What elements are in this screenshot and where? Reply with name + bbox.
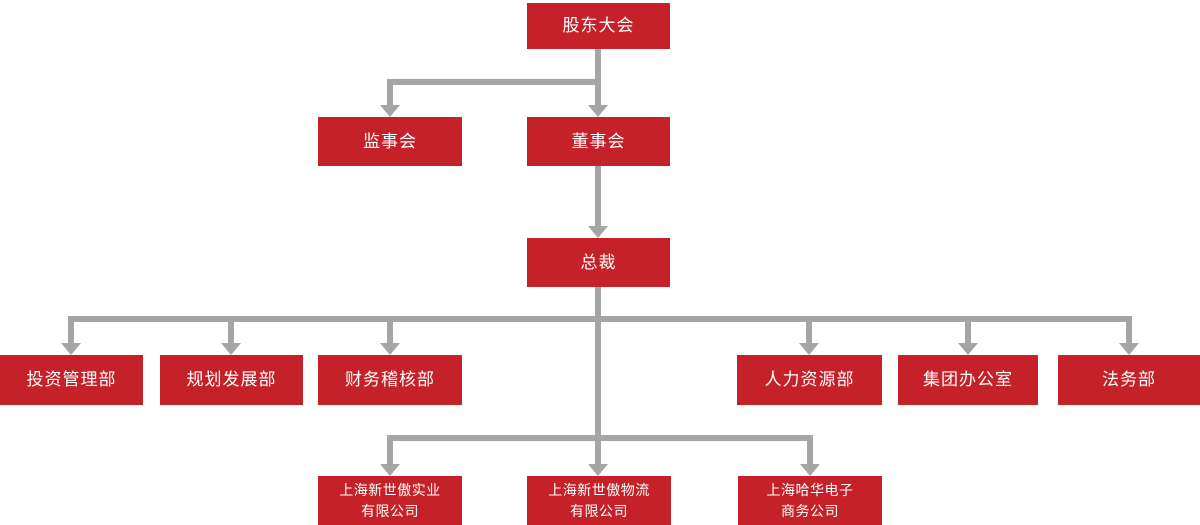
arrow-into-supervisory-board	[380, 105, 400, 117]
arrow-into-wuliu-company	[588, 464, 608, 476]
node-shiye-company: 上海新世傲实业 有限公司	[318, 476, 462, 525]
node-legal-dept: 法务部	[1058, 355, 1200, 405]
connector-dept-drop-5	[965, 320, 971, 343]
connector-subsidiary-drop-1	[387, 439, 393, 464]
connector-dept-drop-3	[387, 320, 393, 343]
node-haha-company: 上海哈华电子 商务公司	[738, 476, 882, 525]
node-president: 总裁	[527, 238, 670, 287]
connector-supervisory-drop	[387, 83, 393, 105]
connector-root-trunk	[595, 49, 601, 105]
node-group-office: 集团办公室	[898, 355, 1038, 405]
connector-dept-drop-6	[1126, 320, 1132, 343]
connector-subsidiaries-horizontal	[387, 435, 813, 441]
node-supervisory-board: 监事会	[318, 117, 462, 166]
connector-board-president	[595, 166, 601, 226]
connector-departments-horizontal	[68, 316, 1132, 322]
connector-dept-drop-2	[228, 320, 234, 343]
node-board-of-directors: 董事会	[527, 117, 670, 166]
arrow-into-planning-dept	[221, 343, 241, 355]
arrow-into-shiye-company	[380, 464, 400, 476]
arrow-into-president	[588, 226, 608, 238]
node-human-resources-dept: 人力资源部	[737, 355, 882, 405]
connector-president-trunk	[595, 287, 601, 464]
connector-dept-drop-4	[806, 320, 812, 343]
arrow-into-investment-dept	[61, 343, 81, 355]
arrow-into-haha-company	[800, 464, 820, 476]
connector-level2-horizontal	[387, 79, 601, 85]
arrow-into-legal-dept	[1119, 343, 1139, 355]
node-wuliu-company: 上海新世傲物流 有限公司	[527, 476, 671, 525]
node-planning-development-dept: 规划发展部	[160, 355, 303, 405]
arrow-into-finance-audit-dept	[380, 343, 400, 355]
arrow-into-board-of-directors	[588, 105, 608, 117]
arrow-into-hr-dept	[799, 343, 819, 355]
connector-subsidiary-drop-3	[807, 439, 813, 464]
node-finance-audit-dept: 财务稽核部	[318, 355, 462, 405]
node-investment-management-dept: 投资管理部	[0, 355, 143, 405]
node-shareholders-meeting: 股东大会	[527, 3, 670, 49]
connector-dept-drop-1	[68, 320, 74, 343]
arrow-into-group-office	[958, 343, 978, 355]
